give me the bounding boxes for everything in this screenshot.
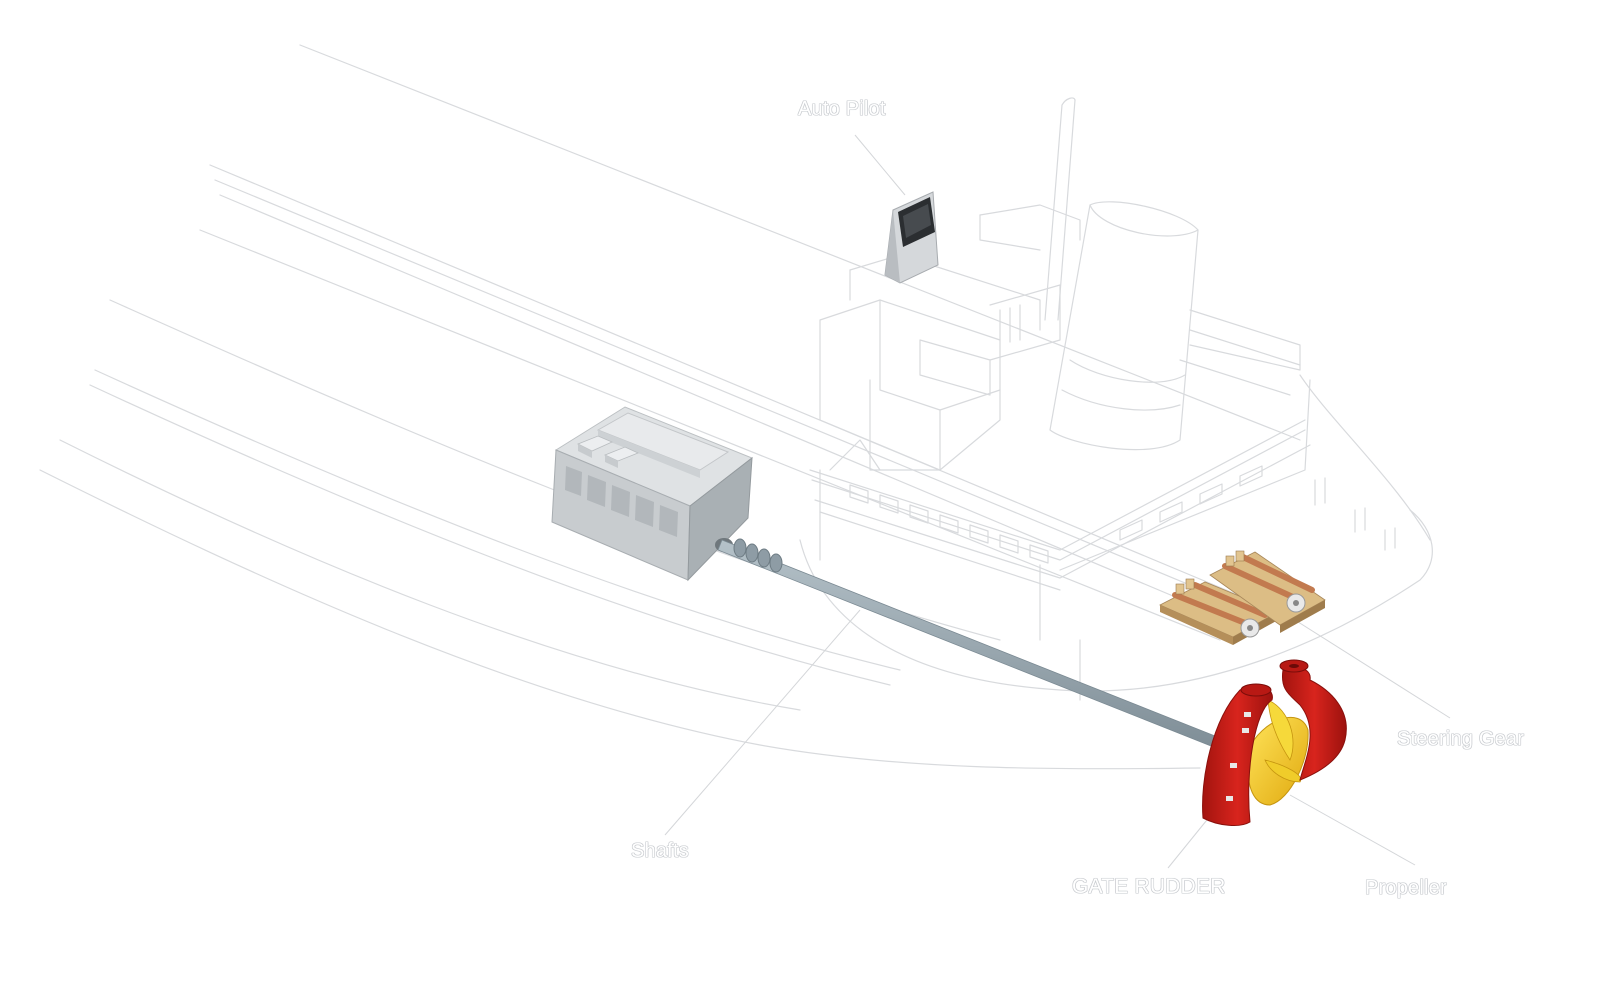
shafts-label: Shafts [631,840,689,862]
ship-hull-outline [39,44,1433,770]
leader-steering-gear [1294,619,1451,719]
leader-auto-pilot [854,134,906,196]
leader-propeller [1289,794,1416,866]
steering-gear [1159,550,1326,645]
auto-pilot-console [884,191,939,284]
gate-rudder-label: GATE RUDDER [1072,875,1226,898]
propeller [1246,699,1309,806]
propeller-shaft [717,538,1221,749]
auto-pilot-label: Auto Pilot [798,98,886,120]
leader-shafts [664,609,861,836]
gate-rudder [1202,659,1347,826]
main-engine [551,406,753,582]
propeller-label: Propeller [1365,877,1447,899]
steering-gear-label: Steering Gear [1397,728,1525,750]
